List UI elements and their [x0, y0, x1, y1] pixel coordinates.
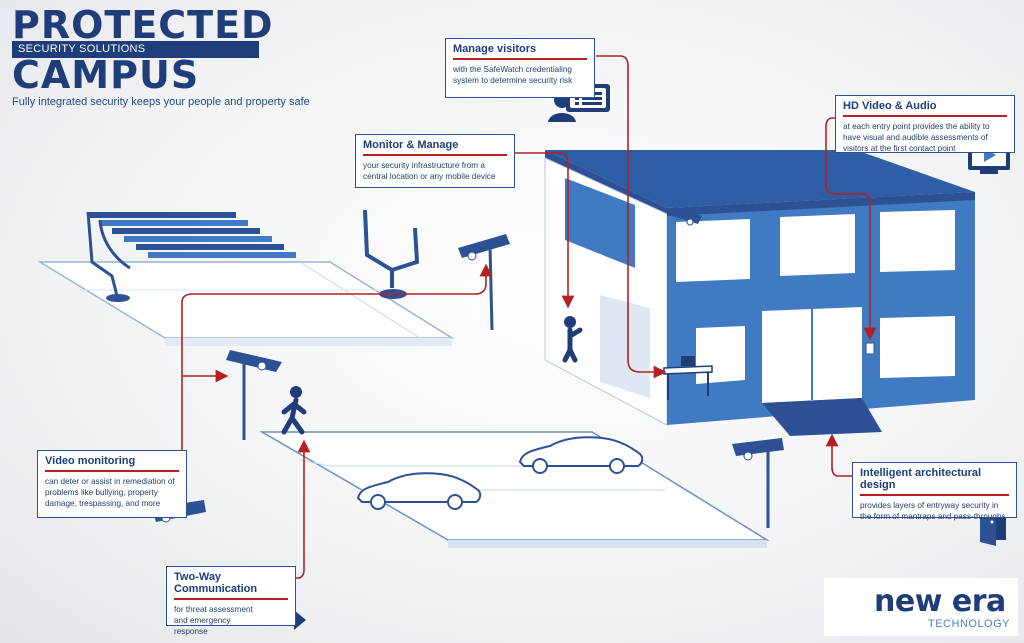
callout-video-monitoring: Video monitoring can deter or assist in …	[37, 450, 187, 518]
callout-body: your security infrastructure from a cent…	[363, 161, 496, 182]
car-icon	[356, 472, 482, 510]
camera-icon	[672, 208, 702, 226]
camera-icon	[226, 350, 282, 440]
callout-title: Manage visitors	[453, 43, 587, 60]
logo-subtitle: TECHNOLOGY	[928, 618, 1011, 630]
bleachers-icon	[86, 211, 296, 302]
callout-monitor-manage: Monitor & Manage your security infrastru…	[355, 134, 515, 188]
callout-manage-visitors: Manage visitors with the SafeWatch crede…	[445, 38, 595, 98]
goalpost-icon	[363, 209, 420, 299]
callout-title: Video monitoring	[45, 455, 179, 472]
page-title-line1: PROTECTED	[12, 3, 274, 47]
callout-title: Two-Way Communication	[174, 571, 288, 600]
page-title-line2: CAMPUS	[12, 53, 200, 97]
logo-name: new era	[874, 584, 1006, 619]
callout-hd-video: HD Video & Audio at each entry point pro…	[835, 95, 1015, 153]
callout-body: with the SafeWatch credentialing system …	[453, 65, 573, 86]
callout-body: provides layers of entryway security in …	[860, 501, 1006, 522]
callout-body: for threat assessment and emergency resp…	[174, 605, 253, 637]
callout-body: can deter or assist in remediation of pr…	[45, 477, 175, 509]
tagline: Fully integrated security keeps your peo…	[12, 96, 310, 108]
camera-icon	[732, 438, 784, 528]
school-building	[544, 150, 975, 436]
camera-icon	[458, 234, 510, 331]
car-icon	[518, 436, 644, 474]
callout-two-way: Two-Way Communication for threat assessm…	[166, 566, 296, 636]
subtitle-bar: SECURITY SOLUTIONS	[12, 41, 259, 58]
company-logo: new era TECHNOLOGY	[824, 578, 1018, 636]
id-card-icon	[548, 84, 610, 122]
sports-field	[37, 261, 455, 346]
callout-body: at each entry point provides the ability…	[843, 122, 990, 154]
callout-title: HD Video & Audio	[843, 100, 1007, 117]
parking-lot	[259, 431, 770, 548]
callout-intelligent-design: Intelligent architectural design provide…	[852, 462, 1017, 521]
callout-title: Monitor & Manage	[363, 139, 507, 156]
connector-lines	[181, 55, 877, 579]
person-icon	[281, 386, 307, 435]
callout-title: Intelligent architectural design	[860, 467, 1009, 496]
